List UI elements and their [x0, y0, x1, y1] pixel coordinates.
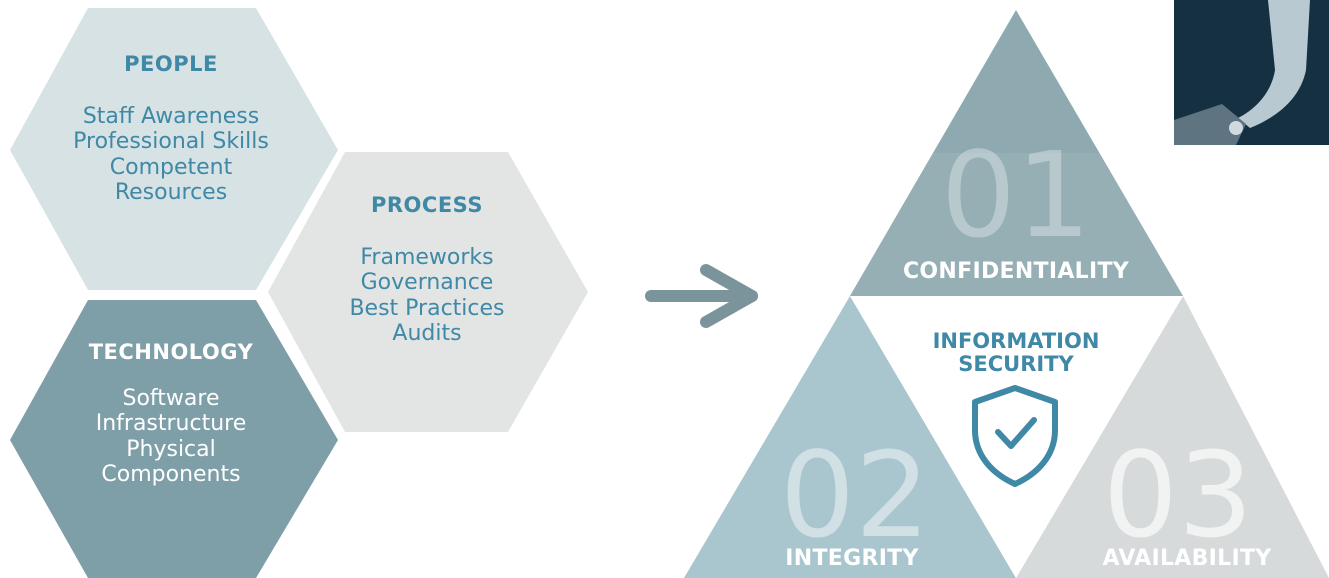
center-label-line1: INFORMATION — [932, 329, 1100, 353]
people-item: Professional Skills — [73, 129, 269, 155]
people-hexagon — [10, 8, 338, 290]
process-hexagon — [268, 152, 588, 432]
technology-hexagon — [10, 300, 338, 578]
people-item: Staff Awareness — [82, 104, 260, 130]
people-block: PEOPLE Staff Awareness Professional Skil… — [40, 52, 302, 205]
robot-arm-image — [1174, 0, 1329, 145]
people-item: Resources — [114, 180, 228, 206]
availability-label: AVAILABILITY — [1102, 546, 1272, 571]
triangle-availability — [1016, 296, 1329, 578]
process-item: Governance — [360, 270, 494, 296]
process-item: Audits — [392, 321, 462, 347]
process-item: Frameworks — [360, 245, 494, 271]
number-03: 03 — [1103, 426, 1253, 564]
technology-item: Components — [101, 462, 241, 488]
confidentiality-label: CONFIDENTIALITY — [902, 259, 1130, 284]
process-block: PROCESS Frameworks Governance Best Pract… — [296, 193, 558, 346]
technology-item: Infrastructure — [95, 411, 247, 437]
triangle-confidentiality-shade — [850, 153, 1183, 296]
center-label-line2: SECURITY — [958, 352, 1074, 377]
integrity-label: INTEGRITY — [785, 546, 919, 571]
people-title: PEOPLE — [124, 52, 218, 76]
information-security-label: INFORMATION SECURITY — [900, 329, 1132, 377]
process-item: Best Practices — [349, 295, 505, 321]
number-01: 01 — [941, 126, 1091, 264]
technology-block: TECHNOLOGY Software Infrastructure Physi… — [40, 340, 302, 487]
number-02: 02 — [780, 426, 930, 564]
triangle-integrity — [684, 296, 1016, 578]
process-title: PROCESS — [371, 193, 483, 217]
technology-item: Physical — [126, 436, 216, 462]
shield-check-icon — [972, 385, 1058, 487]
technology-item: Software — [122, 386, 220, 412]
technology-title: TECHNOLOGY — [88, 340, 254, 364]
people-item: Competent — [109, 154, 233, 180]
arrow-right-icon — [645, 264, 758, 328]
